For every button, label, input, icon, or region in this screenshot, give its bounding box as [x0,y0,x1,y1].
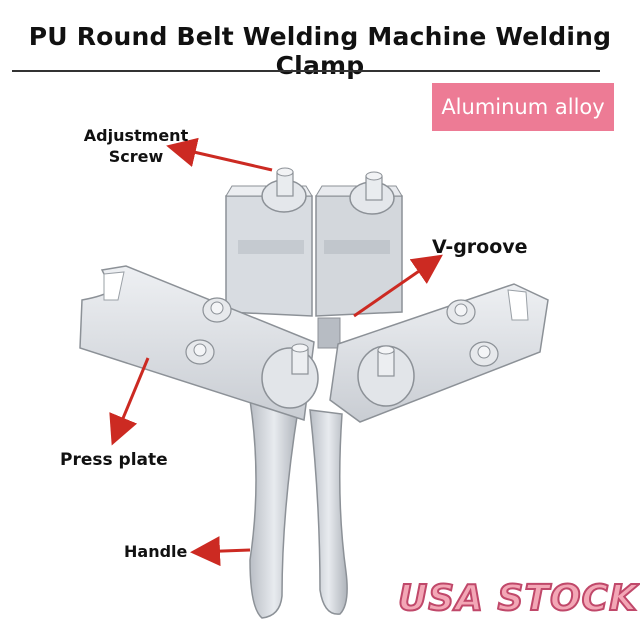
plate-bolt-left-2 [185,339,215,365]
plate-bolt-right-2 [469,341,499,367]
label-v-groove: V-groove [432,236,528,258]
product-title: PU Round Belt Welding Machine Welding Cl… [28,22,612,80]
handle-right [309,409,348,615]
label-adjustment-line1: Adjustment [83,126,189,145]
adjustment-screw-right [349,171,395,215]
handle-left [249,399,299,619]
label-handle: Handle [124,542,188,561]
arrow-press-plate [109,357,150,446]
adjustment-screw-left [261,167,307,213]
label-press-plate: Press plate [60,450,168,470]
material-badge: Aluminum alloy [432,83,614,131]
usa-stock-banner: USA STOCK [397,577,638,620]
label-adjustment-line2: Screw [108,147,164,166]
arrow-adjustment-screw [166,137,273,172]
label-adjustment-screw: Adjustment Screw [80,125,192,167]
plate-bolt-right-1 [446,299,476,325]
plate-bolt-left-1 [202,297,232,323]
knob-right [357,345,415,407]
arrow-v-groove [353,254,443,318]
arrow-handle [190,536,251,567]
title-divider [12,70,600,72]
knob-left [261,343,319,409]
v-groove [317,317,341,349]
